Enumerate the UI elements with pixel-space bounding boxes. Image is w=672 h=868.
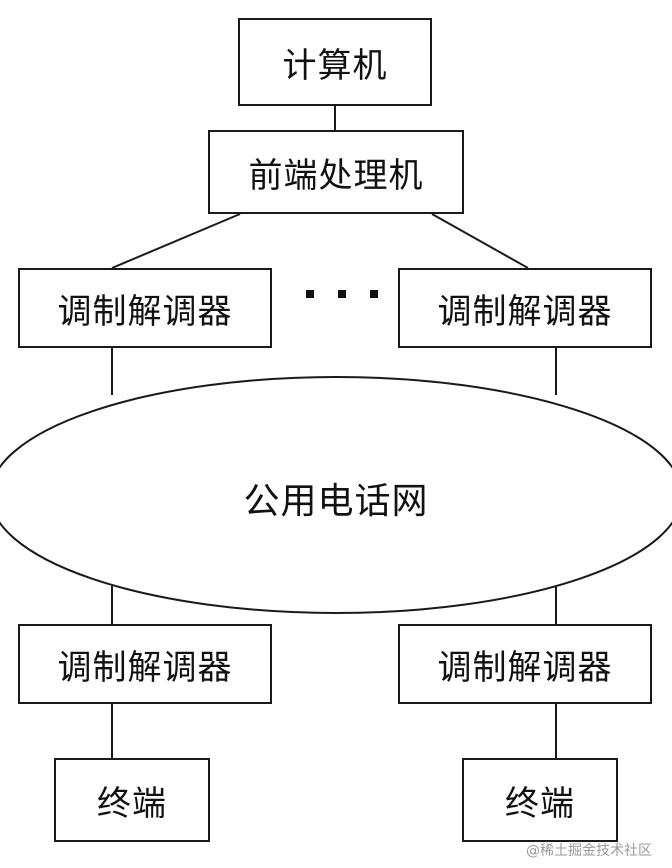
edge-fep-modem-left: [111, 213, 241, 269]
modem-top-right-label: 调制解调器: [437, 291, 613, 332]
ellipsis-dot: [306, 290, 314, 298]
ellipsis-dots: [292, 280, 392, 310]
modem-bottom-left-node: 调制解调器: [18, 624, 272, 704]
watermark: @稀土掘金技术社区: [526, 843, 652, 859]
modem-bottom-left-label: 调制解调器: [57, 647, 233, 688]
computer-node: 计算机: [238, 18, 432, 106]
terminal-right-label: 终端: [505, 783, 575, 824]
ellipsis-dot: [338, 290, 346, 298]
terminal-left-node: 终端: [54, 758, 210, 842]
edge-fep-modem-right: [431, 213, 529, 269]
modem-bottom-right-node: 调制解调器: [398, 624, 652, 704]
modem-top-left-label: 调制解调器: [57, 291, 233, 332]
terminal-right-node: 终端: [462, 758, 618, 842]
network-label: 公用电话网: [243, 481, 429, 522]
modem-top-right-node: 调制解调器: [398, 268, 652, 348]
public-telephone-network: [0, 376, 672, 614]
front-end-processor-label: 前端处理机: [248, 155, 424, 196]
ellipsis-dot: [370, 290, 378, 298]
modem-top-left-node: 调制解调器: [18, 268, 272, 348]
front-end-processor-node: 前端处理机: [208, 130, 464, 214]
modem-bottom-right-label: 调制解调器: [437, 647, 613, 688]
terminal-left-label: 终端: [97, 783, 167, 824]
computer-label: 计算机: [282, 45, 388, 86]
